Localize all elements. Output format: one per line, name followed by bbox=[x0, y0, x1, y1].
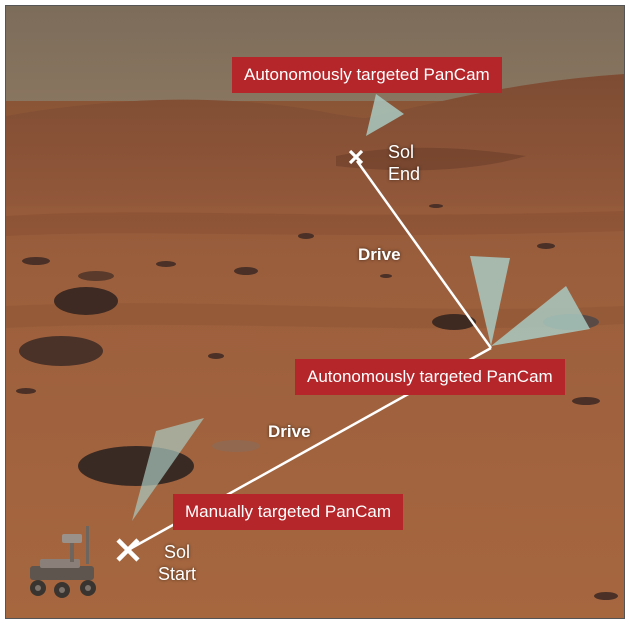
sol-end-line1: Sol bbox=[388, 141, 420, 163]
sol-start-line1: Sol bbox=[158, 541, 196, 563]
autonomous-pancam-label-mid: Autonomously targeted PanCam bbox=[295, 359, 565, 395]
manual-pancam-label: Manually targeted PanCam bbox=[173, 494, 403, 530]
terrain-band bbox=[6, 211, 624, 236]
rock bbox=[212, 440, 260, 452]
sol-start-label: Sol Start bbox=[158, 541, 196, 585]
autonomous-pancam-label-top: Autonomously targeted PanCam bbox=[232, 57, 502, 93]
rock bbox=[22, 257, 50, 265]
sol-start-line2: Start bbox=[158, 563, 196, 585]
rock bbox=[429, 204, 443, 208]
rock bbox=[572, 397, 600, 405]
rock bbox=[234, 267, 258, 275]
sol-end-label: Sol End bbox=[388, 141, 420, 185]
drive-label-lower: Drive bbox=[268, 422, 311, 442]
rock bbox=[19, 336, 103, 366]
sol-end-line2: End bbox=[388, 163, 420, 185]
drive-label-upper: Drive bbox=[358, 245, 401, 265]
rock bbox=[380, 274, 392, 278]
figure-frame: Autonomously targeted PanCam Autonomousl… bbox=[5, 5, 625, 619]
rock bbox=[298, 233, 314, 239]
rock bbox=[156, 261, 176, 267]
rock bbox=[54, 287, 118, 315]
rock bbox=[16, 388, 36, 394]
rock bbox=[78, 271, 114, 281]
rock bbox=[537, 243, 555, 249]
rock bbox=[594, 592, 618, 600]
rock bbox=[208, 353, 224, 359]
